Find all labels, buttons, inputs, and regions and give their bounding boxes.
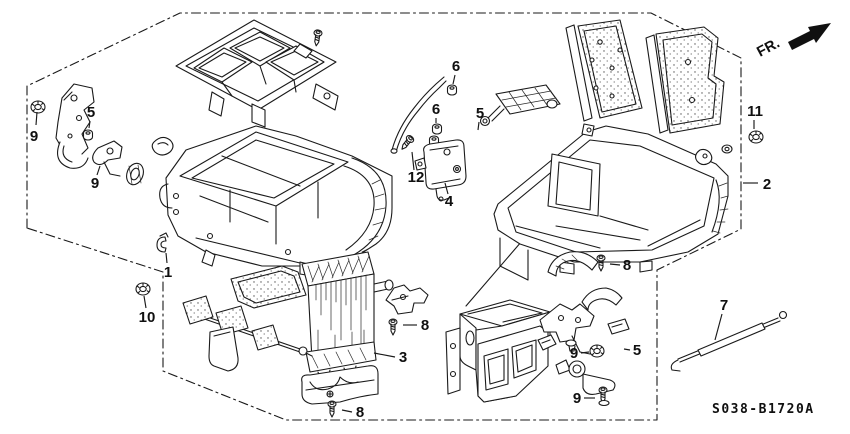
callout-label[interactable]: 8 [421,317,429,334]
callout-10: 10 [139,295,156,326]
screw-8b-part [327,400,337,418]
fr-arrow-icon [788,23,831,50]
screw-8c-part [596,254,606,272]
callout-label[interactable]: 9 [30,128,38,145]
fr-label: FR. [754,35,782,60]
callout-label[interactable]: 2 [763,176,771,193]
callout-label[interactable]: 11 [747,103,763,120]
callout-8-lever: 8 [609,257,631,274]
callout-label[interactable]: 5 [633,342,641,359]
callout-label[interactable]: 3 [399,349,407,366]
callout-4: 4 [444,182,454,210]
grommet-9a-part [30,100,46,114]
callout-label[interactable]: 5 [476,105,484,122]
mode-motor-part [414,139,467,202]
callout-8-cover: 8 [341,404,364,421]
heater-lower-case-part [493,123,729,281]
clip-small-part [694,148,713,166]
callout-11: 11 [747,103,763,129]
callout-5-left: 5 [87,104,95,129]
callout-label[interactable]: 9 [573,390,581,407]
heater-case-part [159,125,393,277]
callout-label[interactable]: 12 [408,169,425,186]
insulator-pad-right-part [645,26,725,134]
screw-8a-part [388,318,398,336]
core-lower-cover-part [301,365,379,405]
callout-12: 12 [408,151,425,186]
callout-2: 2 [743,176,771,193]
callout-label[interactable]: 6 [432,101,440,118]
callout-label[interactable]: 6 [452,58,460,75]
callout-9-bottom: 9 [573,390,595,407]
part-code: S038-B1720A [712,402,815,417]
screw-upper-cover [311,28,323,47]
callout-6-top: 6 [452,58,460,85]
callout-label[interactable]: 9 [570,345,578,362]
heater-core-part [301,251,394,379]
callout-8-bracket: 8 [403,317,429,334]
nut-10-part [135,282,151,296]
callout-label[interactable]: 7 [720,297,728,314]
callout-9-mid: 9 [570,345,590,362]
callout-label[interactable]: 4 [445,193,454,210]
link-9b-part [92,140,123,177]
callout-9-left-top: 9 [30,111,38,145]
nut-11-part [748,130,764,144]
damper-pad-assembly-part [182,265,313,372]
callouts: 9 5 9 1 10 6 6 5 12 4 3 8 8 8 9 5 9 7 11… [30,58,771,421]
grommet-small-part [721,144,733,154]
callout-label[interactable]: 8 [623,257,631,274]
grommet-6a-part [446,84,458,96]
water-valve-rod-part [390,76,447,154]
mode-bracket-part [55,83,95,169]
callout-9-left-bottom: 9 [91,165,101,192]
diagram-border [26,12,742,421]
lower-duct-part [445,299,551,403]
control-cable-part [670,310,788,372]
fr-indicator: FR. [754,23,831,61]
clip-1-part [156,232,169,253]
callout-5-center: 5 [476,105,484,131]
callout-3: 3 [373,349,407,366]
clip-left-part [151,136,174,156]
grommet-9d-part [598,386,610,407]
callout-label[interactable]: 10 [139,309,156,326]
callout-label[interactable]: 5 [87,104,95,121]
knob-part [126,162,144,186]
lever-cluster-part [537,251,630,395]
air-guide-grille-part [479,84,561,127]
callout-label[interactable]: 1 [164,264,172,281]
nut-5a-part [82,129,94,141]
callout-5-right: 5 [623,342,641,359]
callout-6-lower: 6 [432,101,440,123]
connector-line [465,233,529,307]
callout-7: 7 [714,297,728,341]
core-bracket-part [385,284,429,315]
heater-upper-cover-part [175,19,339,128]
callout-label[interactable]: 9 [91,175,99,192]
callout-label[interactable]: 8 [356,404,364,421]
callout-1: 1 [164,252,172,281]
grommet-9c-part [589,344,605,358]
insulator-pad-left-part [565,19,643,122]
